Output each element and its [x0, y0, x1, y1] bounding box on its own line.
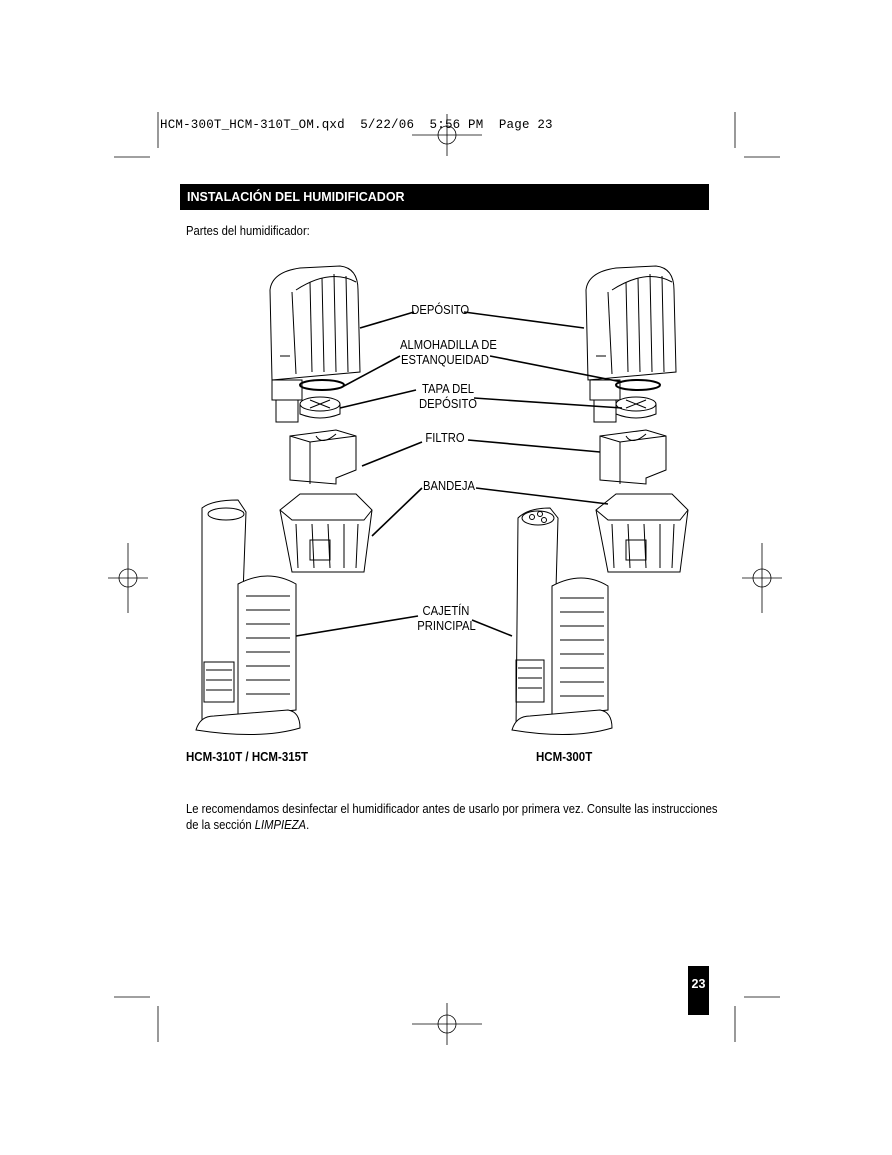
model-caption-left: HCM-310T / HCM-315T — [186, 750, 309, 764]
section-header-text: INSTALACIÓN DEL HUMIDIFICADOR — [187, 190, 405, 204]
right-cap-illustration — [615, 396, 657, 419]
disinfect-note-line1: Le recomendamos desinfectar el humidific… — [186, 802, 718, 816]
label-tapa-line2: DEPÓSITO — [419, 397, 477, 411]
label-almohadilla-line2: ESTANQUEIDAD — [401, 353, 489, 367]
label-cajetin: CAJETÍN PRINCIPAL — [417, 604, 476, 634]
leader-lines — [295, 311, 623, 637]
intro-text: Partes del humidificador: — [186, 224, 310, 238]
left-cap-illustration — [299, 396, 341, 419]
right-filter-illustration — [599, 429, 667, 485]
right-tank-illustration — [585, 265, 677, 423]
right-seal-illustration — [615, 379, 661, 391]
left-tray-illustration — [279, 493, 373, 573]
crop-marks — [114, 112, 780, 1042]
right-tray-illustration — [595, 493, 689, 573]
label-cajetin-line2: PRINCIPAL — [417, 619, 476, 633]
left-base-illustration — [195, 499, 301, 736]
print-slug: HCM-300T_HCM-310T_OM.qxd 5/22/06 5:56 PM… — [160, 118, 553, 132]
registration-mark-top — [412, 114, 482, 156]
label-tapa: TAPA DEL DEPÓSITO — [412, 382, 484, 412]
page-number: 23 — [691, 977, 706, 991]
disinfect-note-line2: de la sección LIMPIEZA. — [186, 817, 654, 833]
label-bandeja: BANDEJA — [423, 479, 475, 493]
registration-mark-left — [108, 543, 148, 613]
model-caption-right: HCM-300T — [536, 750, 593, 764]
left-tank-illustration — [269, 265, 361, 423]
left-seal-illustration — [299, 379, 345, 391]
note-suffix: . — [306, 818, 310, 832]
right-base-illustration — [511, 507, 613, 736]
disinfect-note: Le recomendamos desinfectar el humidific… — [186, 801, 718, 833]
label-cajetin-line1: CAJETÍN — [422, 604, 470, 618]
registration-mark-bottom — [412, 1003, 482, 1045]
registration-mark-right — [742, 543, 782, 613]
page-number-tab: 23 — [688, 966, 709, 1015]
left-filter-illustration — [289, 429, 357, 485]
label-almohadilla-line1: ALMOHADILLA DE — [400, 338, 497, 352]
note-prefix: de la sección — [186, 818, 255, 832]
note-emphasis: LIMPIEZA — [254, 818, 307, 832]
section-header: INSTALACIÓN DEL HUMIDIFICADOR — [180, 184, 709, 210]
label-tapa-line1: TAPA DEL — [421, 382, 475, 396]
label-almohadilla: ALMOHADILLA DE ESTANQUEIDAD — [400, 338, 497, 368]
label-filtro: FILTRO — [425, 431, 465, 445]
label-deposito: DEPÓSITO — [411, 303, 470, 317]
